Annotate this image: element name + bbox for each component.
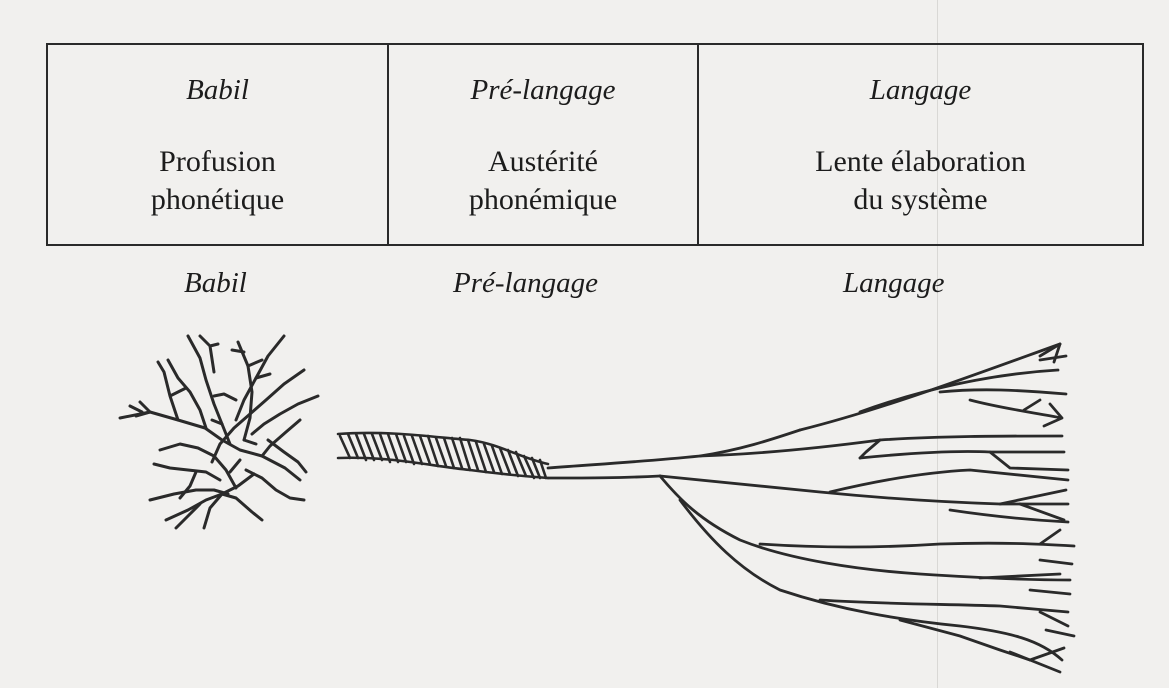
babil-tangle (120, 336, 318, 528)
pre-langage-hatch (338, 433, 548, 478)
langage-tree (548, 344, 1074, 672)
